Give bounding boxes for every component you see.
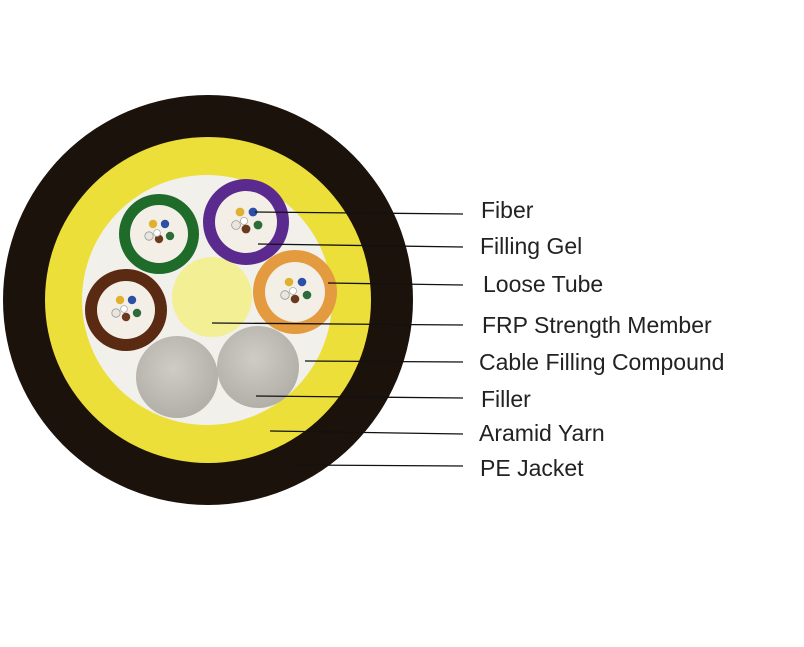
leader-loose-tube: [327, 282, 464, 286]
filler-left: [136, 336, 218, 418]
frp-strength-member: [172, 257, 252, 337]
label-aramid-yarn: Aramid Yarn: [479, 420, 605, 446]
label-pe-jacket: PE Jacket: [480, 455, 584, 481]
leader-filler: [255, 395, 464, 399]
label-filling-gel: Filling Gel: [480, 233, 582, 259]
filler-right: [217, 326, 299, 408]
label-loose-tube: Loose Tube: [483, 271, 603, 297]
label-filler: Filler: [481, 386, 531, 412]
loose-tube-orange: [253, 250, 337, 334]
label-cable-filling-compound: Cable Filling Compound: [479, 349, 724, 375]
loose-tube-purple: [203, 179, 289, 265]
leader-cable-filling-compound: [304, 360, 464, 363]
leader-aramid-yarn: [269, 430, 464, 435]
leader-fiber: [254, 211, 464, 215]
fiber-bundle: [144, 219, 175, 244]
loose-tube-green: [119, 194, 199, 274]
leader-pe-jacket: [292, 464, 464, 467]
fiber-bundle: [231, 207, 263, 234]
loose-tube-brown: [85, 269, 167, 351]
fiber-bundle: [280, 277, 312, 304]
fiber-bundle: [111, 295, 142, 322]
label-fiber: Fiber: [481, 197, 534, 223]
leader-frp: [211, 322, 464, 326]
leader-filling-gel: [257, 243, 464, 248]
label-frp-strength-member: FRP Strength Member: [482, 312, 712, 338]
